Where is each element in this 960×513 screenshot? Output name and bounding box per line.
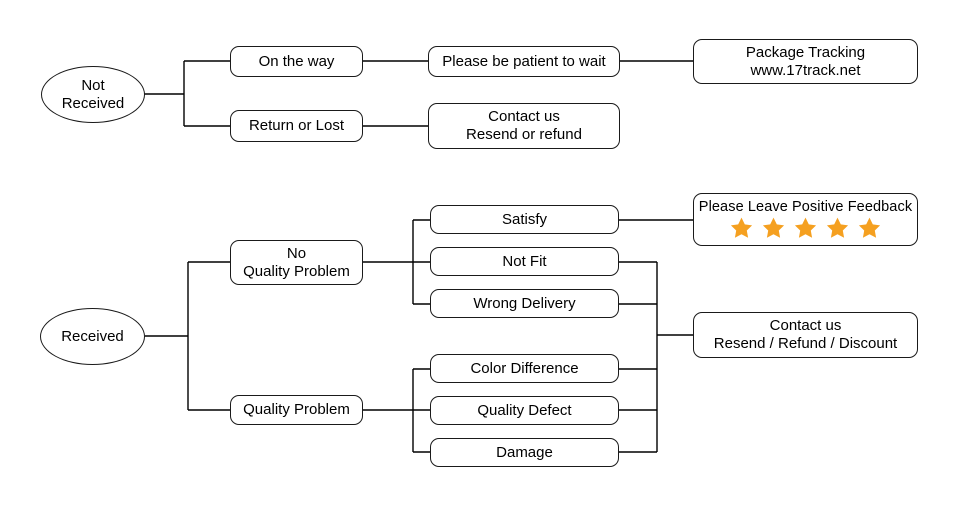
node-color-difference[interactable]: Color Difference xyxy=(430,354,619,383)
node-quality-defect[interactable]: Quality Defect xyxy=(430,396,619,425)
star-icon[interactable] xyxy=(825,216,850,240)
node-no-quality-problem[interactable]: No Quality Problem xyxy=(230,240,363,285)
feedback-label: Please Leave Positive Feedback xyxy=(698,199,913,215)
star-icon[interactable] xyxy=(761,216,786,240)
node-contact-us-resend-or-refund[interactable]: Contact us Resend or refund xyxy=(428,103,620,149)
node-return-or-lost[interactable]: Return or Lost xyxy=(230,110,363,142)
node-not-fit[interactable]: Not Fit xyxy=(430,247,619,276)
star-icon[interactable] xyxy=(857,216,882,240)
node-positive-feedback[interactable]: Please Leave Positive Feedback xyxy=(693,193,918,246)
node-received[interactable]: Received xyxy=(40,308,145,365)
node-on-the-way[interactable]: On the way xyxy=(230,46,363,77)
node-damage[interactable]: Damage xyxy=(430,438,619,467)
star-icon[interactable] xyxy=(729,216,754,240)
node-not-received[interactable]: Not Received xyxy=(41,66,145,123)
node-quality-problem[interactable]: Quality Problem xyxy=(230,395,363,425)
node-satisfy[interactable]: Satisfy xyxy=(430,205,619,234)
node-contact-us-resend-refund-discount[interactable]: Contact us Resend / Refund / Discount xyxy=(693,312,918,358)
node-wrong-delivery[interactable]: Wrong Delivery xyxy=(430,289,619,318)
node-please-be-patient-to-wait[interactable]: Please be patient to wait xyxy=(428,46,620,77)
node-package-tracking[interactable]: Package Tracking www.17track.net xyxy=(693,39,918,84)
star-rating[interactable] xyxy=(729,216,882,240)
star-icon[interactable] xyxy=(793,216,818,240)
